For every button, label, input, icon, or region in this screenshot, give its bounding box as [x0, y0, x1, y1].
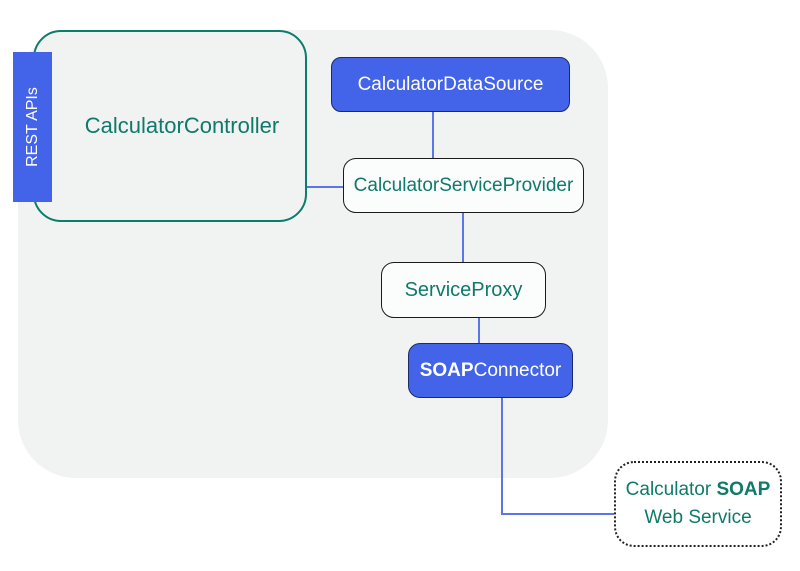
node-serviceproxy-label: ServiceProxy	[404, 278, 523, 301]
node-serviceproxy: ServiceProxy	[381, 262, 546, 318]
edge-serviceprovider-to-serviceproxy	[462, 213, 464, 262]
edge-soapconnector-to-webservice-vertical	[501, 398, 503, 514]
node-calculator-datasource-label: CalculatorDataSource	[357, 73, 544, 95]
node-calculator-controller-label: CalculatorController	[84, 113, 280, 138]
node-soapconnector-label-bold: SOAP	[419, 359, 474, 381]
node-soapconnector: SOAPConnector	[408, 343, 573, 398]
webservice-line2-text: Web Service	[644, 507, 752, 528]
node-calculator-soap-web-service: Calculator SOAP Web Service	[614, 461, 782, 547]
node-calculator-controller: CalculatorController	[33, 30, 307, 222]
edge-soapconnector-to-webservice-horizontal	[501, 513, 615, 515]
webservice-line1-bold: SOAP	[716, 479, 771, 501]
rest-apis-label: REST APIs	[23, 87, 41, 167]
webservice-line1-text: Calculator	[625, 479, 717, 501]
edge-controller-to-serviceprovider	[307, 186, 343, 188]
node-soapconnector-label-rest: Connector	[473, 359, 562, 381]
node-calculator-soap-web-service-label: Calculator SOAP Web Service	[626, 476, 771, 531]
edge-datasource-to-serviceprovider	[432, 112, 434, 158]
edge-serviceproxy-to-soapconnector	[478, 318, 480, 343]
node-calculator-serviceprovider: CalculatorServiceProvider	[343, 158, 584, 213]
rest-apis-badge: REST APIs	[13, 52, 52, 202]
node-calculator-datasource: CalculatorDataSource	[331, 57, 570, 112]
node-calculator-serviceprovider-label: CalculatorServiceProvider	[353, 174, 574, 196]
node-soapconnector-label: SOAPConnector	[420, 360, 562, 382]
